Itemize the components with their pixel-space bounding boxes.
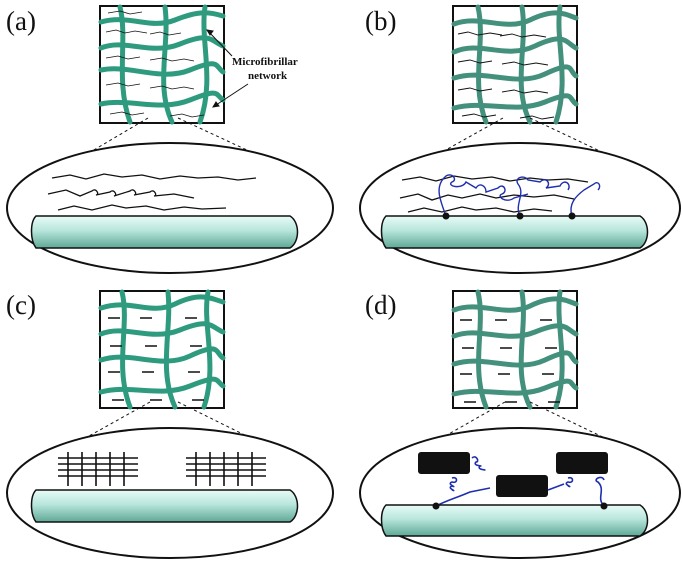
panel-a: Microfibrillar network	[6, 4, 334, 274]
network-square-d	[451, 289, 579, 410]
panel-label-c: (c)	[6, 290, 36, 320]
zoom-ellipse-d	[359, 427, 681, 559]
network-square-b	[451, 4, 579, 125]
panel-label-b: (b)	[365, 6, 396, 36]
panel-c	[6, 289, 334, 559]
panel-b	[359, 4, 681, 274]
panel-label-a: (a)	[6, 6, 36, 36]
panel-label-d: (d)	[365, 290, 396, 320]
zoom-ellipse-a	[6, 142, 334, 274]
zoom-ellipse-b	[359, 142, 681, 274]
panel-d	[359, 289, 681, 559]
annotation-line-2: network	[248, 70, 288, 82]
zoom-ellipse-c	[6, 427, 334, 559]
annotation-line-1: Microfibrillar	[232, 56, 298, 68]
network-square-c	[98, 289, 226, 410]
network-square-a	[98, 4, 226, 125]
